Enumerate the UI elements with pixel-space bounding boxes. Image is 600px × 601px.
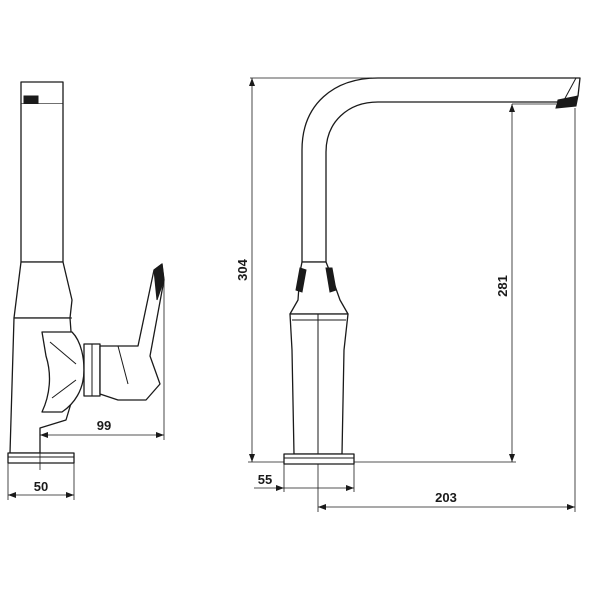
side-body-tube (20, 104, 64, 263)
front-dimensions: 304 281 55 203 (235, 77, 576, 512)
side-view (7, 81, 165, 464)
dim-spout-height: 281 (495, 275, 510, 297)
dim-front-base-width: 55 (258, 472, 272, 487)
front-spout (301, 77, 581, 263)
dim-handle-reach: 99 (97, 418, 111, 433)
side-lever-fin (41, 331, 85, 413)
dim-side-base-width: 50 (34, 479, 48, 494)
side-lever-handle (99, 263, 165, 401)
front-view (283, 77, 581, 465)
dim-total-height: 304 (235, 258, 250, 280)
front-collar-dark-left (295, 267, 307, 293)
dim-spout-reach: 203 (435, 490, 457, 505)
side-upper-collar (13, 261, 73, 319)
front-base (283, 453, 355, 465)
side-base (7, 452, 75, 464)
front-collar-dark-right (325, 267, 337, 293)
side-dimensions: 99 50 (7, 280, 165, 500)
front-spout-outlet (555, 95, 579, 109)
front-body (289, 313, 349, 455)
